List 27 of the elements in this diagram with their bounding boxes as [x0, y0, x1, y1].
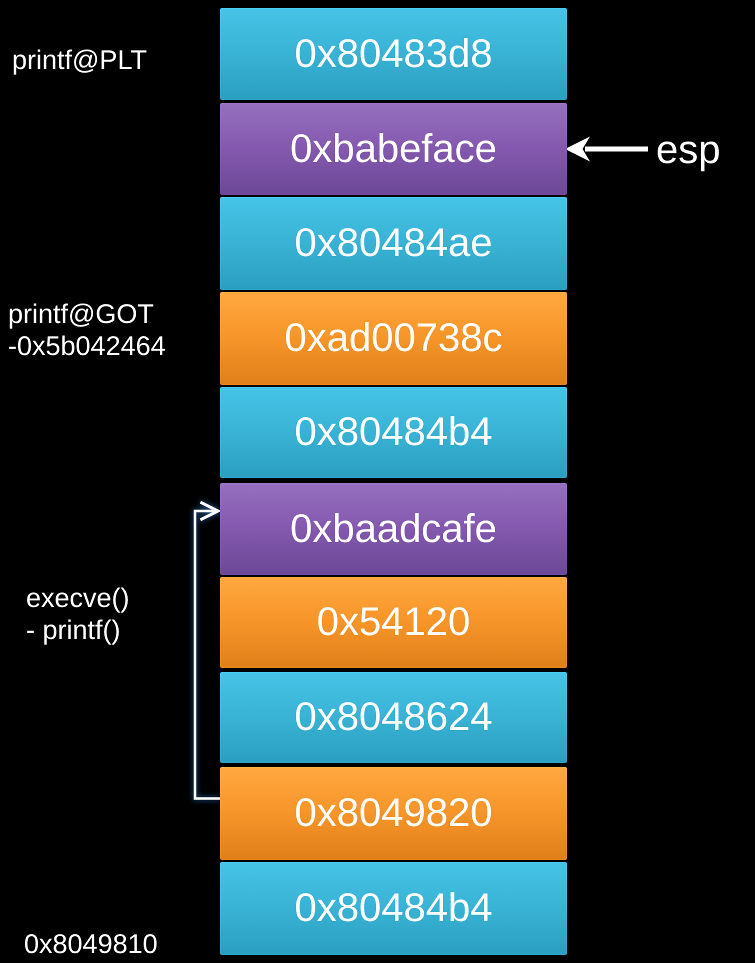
- annotation-text: printf@PLT: [12, 44, 148, 76]
- annotation-text: printf@GOT -0x5b042464: [8, 298, 167, 363]
- stack-cell: [220, 672, 567, 763]
- stack-cell: [220, 103, 567, 195]
- address-text: 0xbaadcafe: [290, 506, 497, 552]
- address-text: 0x54120: [316, 600, 470, 645]
- address-text: 0x8048624: [294, 695, 492, 740]
- stack-cell: [220, 197, 567, 290]
- address-text: 0x80484b4: [294, 886, 492, 931]
- address-text: 0x80484ae: [294, 221, 492, 266]
- address-text: 0xad00738c: [284, 316, 502, 361]
- annotation-text: execve() - printf(): [26, 582, 131, 647]
- address-text: 0xbabeface: [290, 126, 497, 172]
- stack-cell: [220, 387, 567, 478]
- stack-cell: [220, 577, 567, 668]
- stack-cell: [220, 767, 567, 860]
- annotation-text: 0x8049810: [24, 928, 159, 960]
- pointer-arrow: [565, 136, 648, 162]
- bracket-arrow: [194, 500, 220, 800]
- stack-cell: [220, 862, 567, 955]
- address-text: 0x8049820: [294, 791, 492, 836]
- address-text: 0x80484b4: [294, 410, 492, 455]
- stack-cell: [220, 8, 567, 100]
- stack-cell: [220, 483, 567, 575]
- address-text: 0x80483d8: [294, 32, 492, 76]
- register-label: esp: [656, 126, 746, 172]
- stack-cell: [220, 292, 567, 385]
